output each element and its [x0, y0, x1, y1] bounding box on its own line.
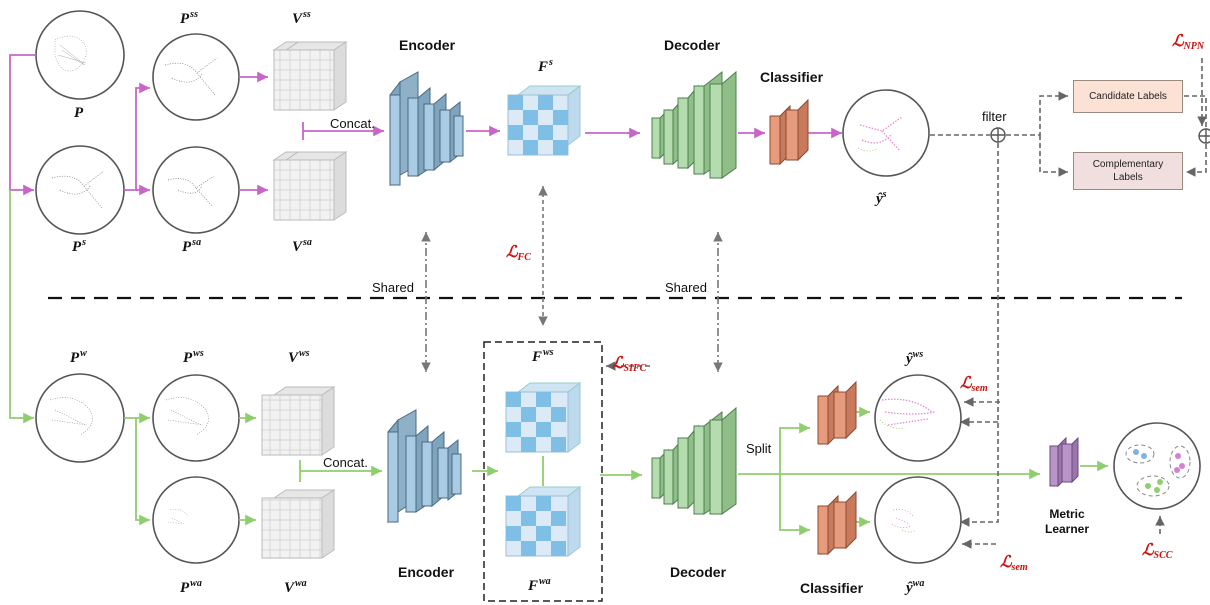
- label-Pw: Pw: [70, 348, 87, 366]
- shared-right-label: Shared: [665, 280, 707, 295]
- loss-sem-bottom: ℒsem: [1000, 554, 1028, 573]
- encoder-bottom: [387, 409, 462, 524]
- label-Vsa: Vsa: [292, 237, 312, 255]
- label-Psa: Psa: [182, 237, 202, 255]
- label-P: P: [74, 105, 84, 121]
- point-cloud-Pwa: [152, 476, 240, 564]
- feature-Fwa: [505, 486, 582, 557]
- classifier-top: [769, 98, 809, 166]
- loss-fc: ℒFC: [506, 244, 531, 263]
- shared-left-label: Shared: [372, 280, 414, 295]
- loss-sifc: ℒSIFC: [612, 355, 647, 374]
- classifier-bottom-label: Classifier: [800, 580, 864, 596]
- point-cloud-P: [35, 10, 125, 100]
- label-yws: ŷws: [906, 349, 924, 367]
- feature-Fws: [505, 382, 582, 453]
- encoder-top: [389, 71, 464, 187]
- voxel-Vsa: [272, 151, 348, 221]
- point-cloud-Pss: [152, 33, 240, 121]
- metric-learner-line1: Metric: [1049, 507, 1085, 521]
- complementary-labels-box: Complementary Labels: [1073, 152, 1183, 190]
- label-Pss: Pss: [180, 9, 198, 27]
- label-Ps: Ps: [72, 237, 87, 255]
- filter-label: filter: [982, 109, 1007, 124]
- voxel-Vss: [272, 41, 348, 111]
- loss-npn: ℒNPN: [1172, 33, 1205, 52]
- decoder-top: [651, 70, 737, 179]
- metric-learner-line2: Learner: [1045, 522, 1090, 536]
- label-Fs: Fs: [538, 57, 553, 75]
- metric-learner-label: Metric Learner: [1045, 507, 1089, 537]
- concat-bottom-label: Concat.: [323, 455, 368, 470]
- point-cloud-Ps: [35, 145, 125, 235]
- label-ys: ŷs: [876, 189, 887, 207]
- decoder-bottom: [651, 406, 737, 515]
- label-Pwa: Pwa: [180, 578, 202, 596]
- split-label: Split: [746, 441, 772, 456]
- label-ywa: ŷwa: [906, 578, 925, 596]
- point-cloud-Pw: [35, 373, 125, 463]
- classifier-bottom-wa: [817, 490, 857, 556]
- loss-scc: ℒSCC: [1142, 542, 1173, 561]
- combine-operator: [1198, 128, 1210, 144]
- decoder-bottom-label: Decoder: [670, 564, 727, 580]
- label-Vwa: Vwa: [284, 578, 307, 596]
- concat-top-label: Concat.: [330, 116, 375, 131]
- feature-Fs: [507, 85, 582, 156]
- classifier-top-label: Classifier: [760, 69, 824, 85]
- prediction-ywa: [874, 476, 962, 564]
- prediction-ys: [842, 89, 930, 177]
- point-cloud-Pws: [152, 374, 240, 462]
- metric-learner: [1049, 436, 1079, 488]
- candidate-labels-box: Candidate Labels: [1073, 80, 1183, 113]
- label-Vws: Vws: [288, 348, 310, 366]
- voxel-Vwa: [261, 489, 336, 559]
- filter-operator: [990, 127, 1006, 143]
- label-Pws: Pws: [183, 348, 204, 366]
- decoder-top-label: Decoder: [664, 37, 721, 53]
- complementary-labels-line2: Labels: [1113, 172, 1143, 183]
- prediction-yws: [874, 374, 962, 462]
- candidate-labels-text: Candidate Labels: [1089, 91, 1167, 102]
- sifc-dashed-box: [483, 341, 603, 602]
- voxel-Vws: [261, 386, 336, 456]
- encoder-bottom-label: Encoder: [398, 564, 455, 580]
- label-Vss: Vss: [292, 9, 311, 27]
- encoder-top-label: Encoder: [399, 37, 456, 53]
- classifier-bottom-ws: [817, 380, 857, 446]
- label-Fws: Fws: [532, 347, 554, 365]
- complementary-labels-line1: Complementary: [1092, 159, 1164, 170]
- label-Fwa: Fwa: [528, 576, 551, 594]
- loss-sem-top: ℒsem: [960, 375, 988, 394]
- point-cloud-Psa: [152, 146, 240, 234]
- cluster-circle: [1113, 422, 1201, 510]
